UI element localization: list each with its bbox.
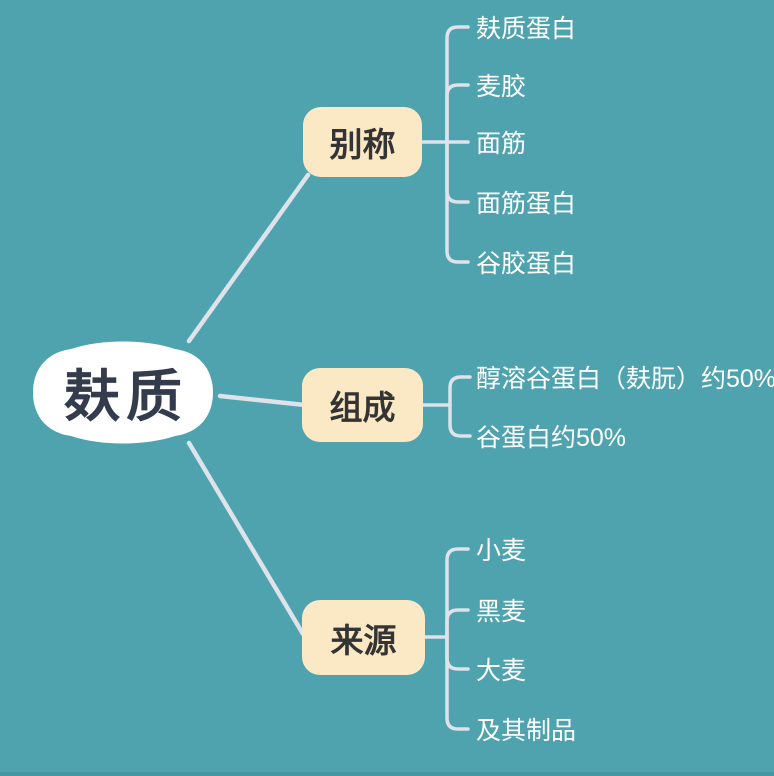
branch-label-composition: 组成 — [329, 389, 396, 426]
leaf-item[interactable]: 及其制品 — [476, 717, 577, 745]
branch-label-source: 来源 — [330, 621, 397, 659]
leaf-item[interactable]: 面筋 — [476, 130, 527, 158]
leaf-item[interactable]: 醇溶谷蛋白（麸朊）约50% — [476, 365, 774, 393]
leaf-item[interactable]: 谷蛋白约50% — [476, 424, 627, 452]
leaf-item[interactable]: 面筋蛋白 — [476, 190, 577, 218]
root-node-shape — [33, 341, 213, 444]
root-node-label: 麸质 — [64, 365, 188, 428]
branch-node-alias[interactable]: 别称 — [303, 107, 422, 177]
bracket-source-leaf1 — [445, 608, 470, 639]
leaf-item[interactable]: 黑麦 — [476, 598, 527, 626]
leaf-item[interactable]: 大麦 — [476, 657, 527, 685]
bracket-source-leaf3 — [445, 635, 470, 731]
bracket-alias-leaf0 — [445, 25, 470, 144]
branch-label-alias: 别称 — [329, 126, 396, 163]
canvas-bottom-edge — [0, 772, 774, 776]
edge-root-to-alias — [186, 172, 311, 344]
branch-node-source[interactable]: 来源 — [302, 600, 425, 675]
root-node[interactable]: 麸质 — [23, 333, 223, 452]
bracket-compose-leaf0 — [448, 375, 472, 407]
bracket-alias-leaf4 — [445, 140, 470, 264]
bracket-compose-leaf1 — [448, 403, 472, 438]
bracket-source-leaf0 — [445, 547, 470, 639]
leaf-item[interactable]: 麦胶 — [476, 73, 527, 101]
leaf-item[interactable]: 谷胶蛋白 — [476, 250, 577, 278]
bracket-alias-leaf3 — [445, 140, 470, 204]
bracket-alias-leaf1 — [445, 83, 470, 144]
edge-root-to-source — [186, 440, 306, 637]
branch-node-composition[interactable]: 组成 — [302, 368, 423, 442]
bracket-source-leaf2 — [445, 635, 470, 671]
leaf-item[interactable]: 麸质蛋白 — [476, 15, 577, 43]
edge-root-to-compose — [217, 393, 308, 408]
leaf-item[interactable]: 小麦 — [476, 537, 527, 565]
